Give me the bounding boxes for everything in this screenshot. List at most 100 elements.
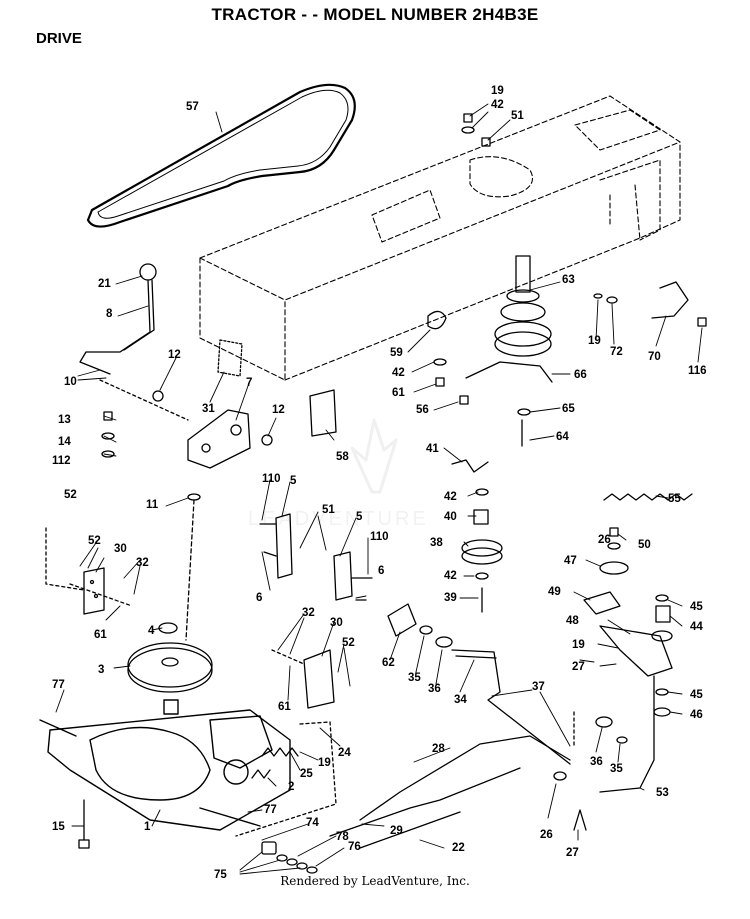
callout-19: 19: [572, 639, 585, 651]
callout-36: 36: [590, 756, 603, 768]
callout-35: 35: [408, 672, 421, 684]
bracket-center-right: [333, 551, 373, 601]
callout-19: 19: [491, 85, 504, 97]
washer-icon: [261, 434, 273, 446]
callout-51: 51: [511, 110, 524, 122]
bracket-lower: [271, 649, 335, 709]
shift-cover: [217, 339, 243, 377]
callout-55: 55: [668, 493, 681, 505]
callout-19: 19: [318, 757, 331, 769]
callout-110: 110: [370, 531, 389, 543]
callout-46: 46: [690, 709, 703, 721]
spring-icon: [261, 747, 299, 757]
callout-52: 52: [88, 535, 101, 547]
callout-labels: 57 19 42 51 21 8 63 19 72 70 116 59 12 1…: [52, 85, 707, 881]
callout-25: 25: [300, 768, 313, 780]
washer-stack: [261, 841, 318, 874]
callout-42: 42: [444, 570, 457, 582]
callout-32: 32: [302, 607, 315, 619]
linkage-70: [651, 281, 689, 319]
callout-59: 59: [390, 347, 403, 359]
callout-26: 26: [598, 534, 611, 546]
callout-48: 48: [566, 615, 579, 627]
rod-28: [359, 735, 571, 821]
spring-clip: [427, 310, 447, 330]
spring-icon: [251, 769, 271, 779]
watermark-text: LEADVENTURE: [248, 508, 429, 530]
callout-45: 45: [690, 689, 703, 701]
callout-64: 64: [556, 431, 569, 443]
linkage-53: [599, 675, 655, 793]
callout-6: 6: [378, 565, 384, 577]
callout-34: 34: [454, 694, 467, 706]
brake-rod: [451, 649, 571, 765]
transmission-pulley: [127, 642, 213, 693]
callout-19: 19: [588, 335, 601, 347]
retaining-ring-icon: [158, 622, 178, 634]
callout-61: 61: [278, 701, 291, 713]
callout-30: 30: [330, 617, 343, 629]
watermark-flame-icon: [350, 418, 398, 494]
washer-icon: [152, 390, 164, 402]
callout-45: 45: [690, 601, 703, 613]
callout-22: 22: [452, 842, 465, 854]
steering-arm: [599, 605, 673, 677]
bracket-center-left: [259, 513, 293, 579]
callout-4: 4: [148, 625, 155, 637]
callout-29: 29: [390, 825, 403, 837]
callout-21: 21: [98, 278, 111, 290]
tractor-frame: [199, 95, 681, 381]
callout-7: 7: [246, 377, 252, 389]
callout-35: 35: [610, 763, 623, 775]
callout-61: 61: [392, 387, 405, 399]
callout-74: 74: [306, 817, 319, 829]
lower-pulley-assembly: [451, 459, 503, 613]
bushing-62: [387, 603, 417, 637]
callout-66: 66: [574, 369, 587, 381]
washer-icon: [187, 493, 201, 501]
callout-14: 14: [58, 436, 71, 448]
rod-22: [329, 767, 521, 837]
callout-51: 51: [322, 504, 335, 516]
bracket-49: [583, 591, 621, 615]
callout-39: 39: [444, 592, 457, 604]
spring-icon: [603, 493, 693, 501]
callout-11: 11: [146, 499, 159, 511]
callout-12: 12: [168, 349, 181, 361]
callout-41: 41: [426, 443, 439, 455]
callout-26: 26: [540, 829, 553, 841]
callout-49: 49: [548, 586, 561, 598]
callout-77: 77: [264, 804, 277, 816]
callout-10: 10: [64, 376, 77, 388]
callout-32: 32: [136, 557, 149, 569]
bolt-head-icon: [609, 527, 619, 537]
callout-27: 27: [572, 661, 585, 673]
callout-8: 8: [106, 308, 113, 320]
callout-76: 76: [348, 841, 361, 853]
callout-110: 110: [262, 473, 281, 485]
callout-38: 38: [430, 537, 443, 549]
callout-37: 37: [532, 681, 545, 693]
shift-lever: [79, 263, 157, 375]
bracket-left: [69, 567, 133, 615]
idler-pulley-assembly: [494, 255, 552, 357]
callout-75: 75: [214, 869, 227, 881]
idler-arm: [465, 361, 553, 383]
callout-61: 61: [94, 629, 107, 641]
callout-31: 31: [202, 403, 215, 415]
leader-lines: [55, 103, 703, 875]
callout-42: 42: [392, 367, 405, 379]
callout-56: 56: [416, 404, 429, 416]
callout-36: 36: [428, 683, 441, 695]
drive-belt: [86, 83, 356, 228]
callout-78: 78: [336, 831, 349, 843]
callout-44: 44: [690, 621, 703, 633]
callout-63: 63: [562, 274, 575, 286]
callout-65: 65: [562, 403, 575, 415]
callout-5: 5: [290, 475, 297, 487]
callout-40: 40: [444, 511, 457, 523]
callout-13: 13: [58, 414, 71, 426]
callout-3: 3: [98, 664, 104, 676]
